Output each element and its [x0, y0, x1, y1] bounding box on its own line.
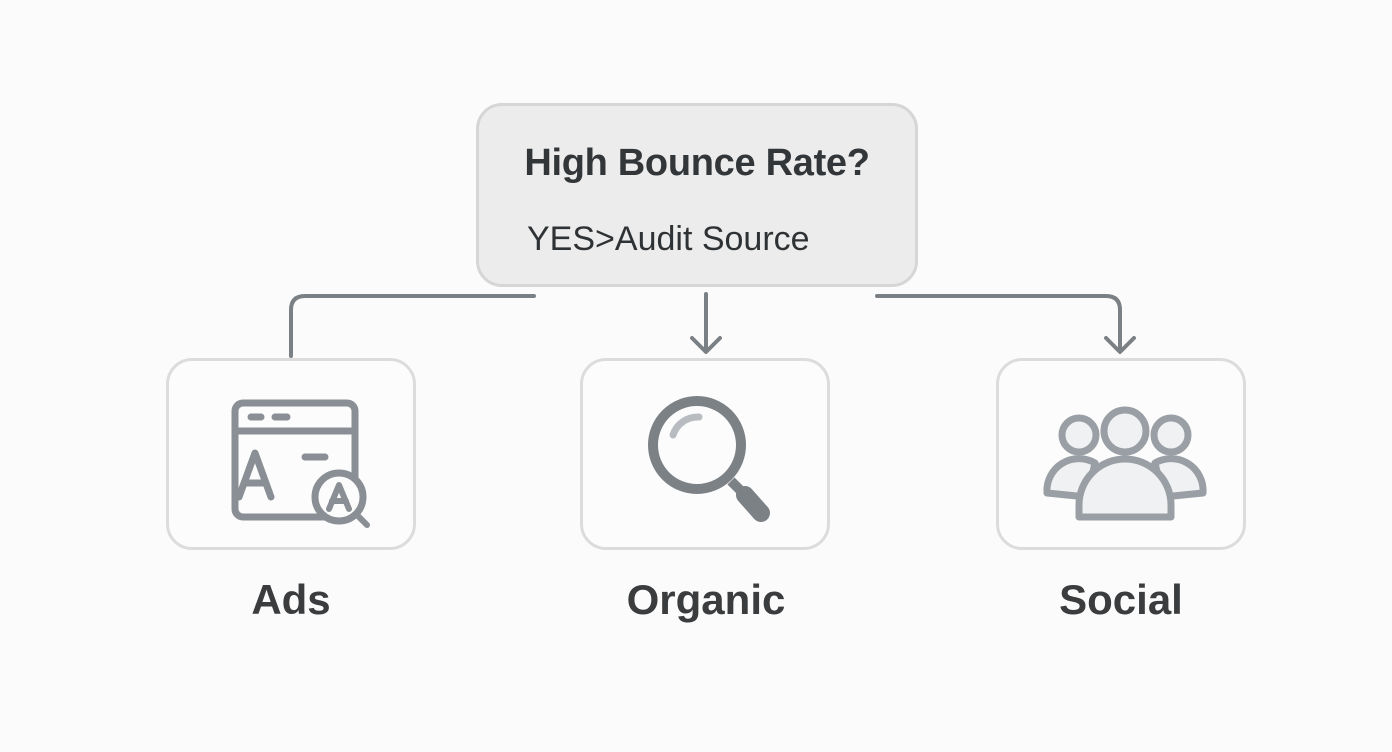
connector-ads: [289, 294, 536, 358]
node-label-ads: Ads: [251, 576, 331, 623]
user-group-icon: [1043, 406, 1207, 521]
node-label-organic: Organic: [626, 576, 786, 623]
browser-ad-search-icon: [231, 399, 370, 528]
node-ads: [166, 358, 416, 550]
magnifying-glass-icon: [648, 396, 770, 522]
node-social: [996, 358, 1246, 550]
arrowhead-organic: [690, 336, 722, 354]
root-subtitle: YES>Audit Source: [527, 220, 810, 258]
node-label-social: Social: [1059, 576, 1183, 623]
root-title: High Bounce Rate?: [524, 142, 870, 184]
node-organic: [580, 358, 830, 550]
arrowhead-social: [1104, 336, 1136, 354]
root-decision-node: High Bounce Rate? YES>Audit Source: [476, 103, 918, 287]
connector-social: [875, 294, 1122, 352]
